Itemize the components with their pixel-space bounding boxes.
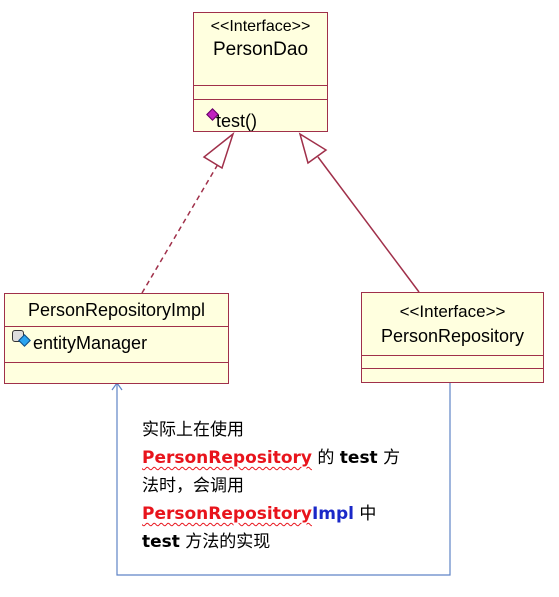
note-line-4: PersonRepositoryImpl 中	[142, 500, 422, 528]
attributes-section	[194, 85, 327, 101]
class-name: PersonRepositoryImpl	[27, 300, 206, 320]
attributes-section: entityManager	[5, 326, 228, 362]
impl-suffix: Impl	[311, 504, 355, 524]
realization-line	[141, 158, 222, 294]
generalization-line	[317, 156, 420, 293]
stereotype-label: <<Interface>>	[399, 302, 506, 321]
class-name: PersonRepository	[380, 326, 525, 346]
stereotype-label: <<Interface>>	[210, 18, 311, 35]
method-reference: test	[142, 532, 180, 552]
note-text: 实际上在使用	[142, 420, 244, 440]
class-reference: PersonRepository	[142, 448, 312, 468]
operations-section	[5, 362, 228, 383]
attributes-section	[362, 355, 543, 368]
person-repository-impl-class[interactable]: PersonRepositoryImpl entityManager	[4, 293, 229, 384]
note-line-1: 实际上在使用	[142, 416, 422, 444]
note-text: 方	[377, 448, 401, 468]
note-text: 中	[354, 504, 377, 524]
class-reference: PersonRepository	[142, 504, 312, 524]
person-dao-class[interactable]: <<Interface>> PersonDao test()	[193, 12, 328, 132]
note-line-5: test 方法的实现	[142, 528, 422, 556]
operations-section	[362, 368, 543, 382]
note-text: 方法的实现	[179, 532, 271, 552]
operations-section: test()	[194, 99, 327, 131]
note-connector	[116, 383, 451, 576]
attribute-label: entityManager	[33, 333, 148, 353]
method-label: test()	[216, 111, 258, 131]
note-line-2: PersonRepository 的 test 方	[142, 444, 422, 472]
note-text: 的	[311, 448, 340, 468]
annotation-note: 实际上在使用 PersonRepository 的 test 方 法时，会调用 …	[142, 416, 422, 556]
class-name: PersonDao	[212, 39, 309, 60]
method-reference: test	[339, 448, 378, 468]
person-repository-class[interactable]: <<Interface>> PersonRepository	[361, 292, 544, 383]
generalization-arrowhead	[298, 132, 328, 165]
note-text: 法时，会调用	[142, 476, 244, 496]
realization-arrowhead	[202, 131, 235, 170]
note-line-3: 法时，会调用	[142, 472, 422, 500]
